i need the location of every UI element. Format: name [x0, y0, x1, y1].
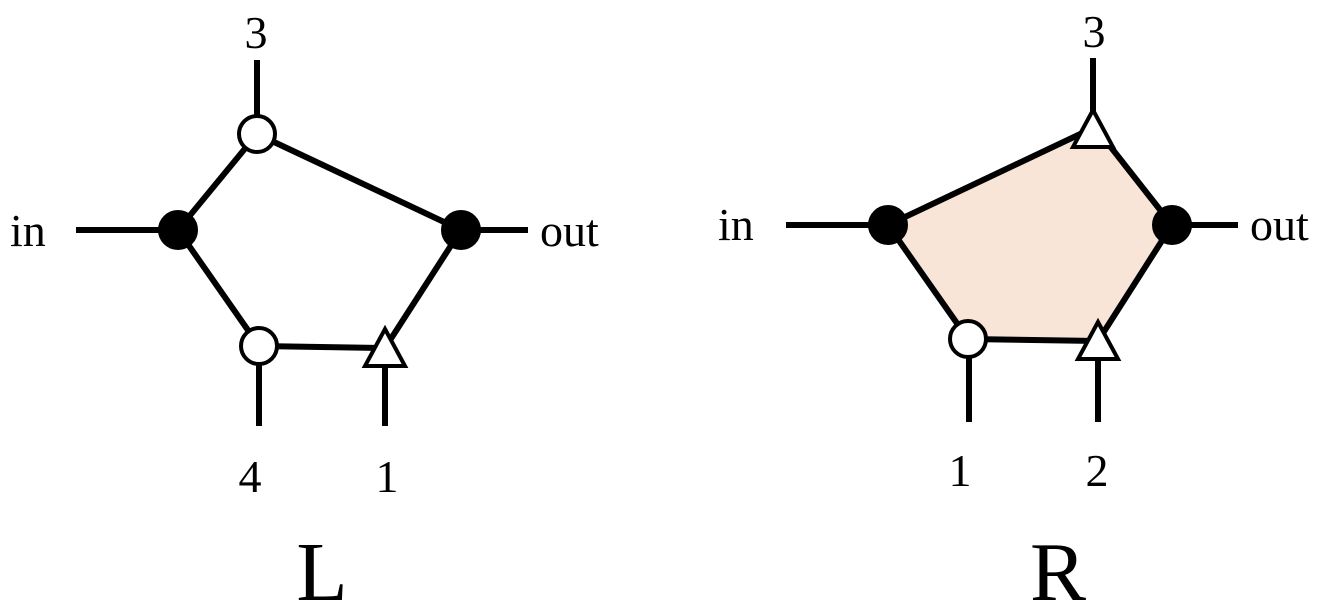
r-bottom-right-triangle-node [1074, 317, 1122, 361]
r-in-node [868, 205, 908, 245]
r-bottom-left-label: 1 [949, 445, 972, 496]
l-bottom-left-label: 4 [239, 451, 262, 502]
r-out-node [1152, 205, 1192, 245]
l-bottom-right-label: 1 [376, 451, 399, 502]
r-edge-bottomright-out [1095, 223, 1175, 343]
r-graph-name: R [1030, 526, 1086, 614]
l-edge-bottomleft-bottomright [258, 343, 386, 351]
r-bottom-right-label: 2 [1086, 445, 1109, 496]
l-edge-top-out [255, 131, 463, 233]
l-edge-bottomright-out [382, 228, 464, 350]
l-top-label: 3 [245, 7, 268, 58]
r-in-label: in [718, 199, 754, 250]
r-bottom-left-node [948, 319, 988, 359]
r-shaded-region [888, 127, 1172, 341]
l-bottom-right-triangle-node [361, 324, 409, 368]
l-in-node [158, 210, 198, 250]
l-out-label: out [540, 205, 599, 256]
graph-r: in out 3 1 2 R [718, 6, 1309, 614]
l-top-node [237, 114, 277, 154]
r-edge-bottomleft-bottomright [967, 336, 1099, 344]
l-edge-in-top [175, 132, 260, 232]
r-top-triangle-node [1069, 105, 1117, 149]
r-out-label: out [1250, 199, 1309, 250]
r-top-label: 3 [1083, 6, 1106, 57]
l-bottom-left-node [239, 326, 279, 366]
r-edge-in-top [886, 124, 1097, 228]
l-edge-in-bottomleft [175, 228, 262, 348]
l-out-node [441, 210, 481, 250]
l-graph-name: L [296, 526, 347, 614]
l-in-label: in [10, 205, 46, 256]
graph-l: in out 3 4 1 L [10, 7, 599, 614]
r-edge-in-bottomleft [885, 223, 971, 341]
